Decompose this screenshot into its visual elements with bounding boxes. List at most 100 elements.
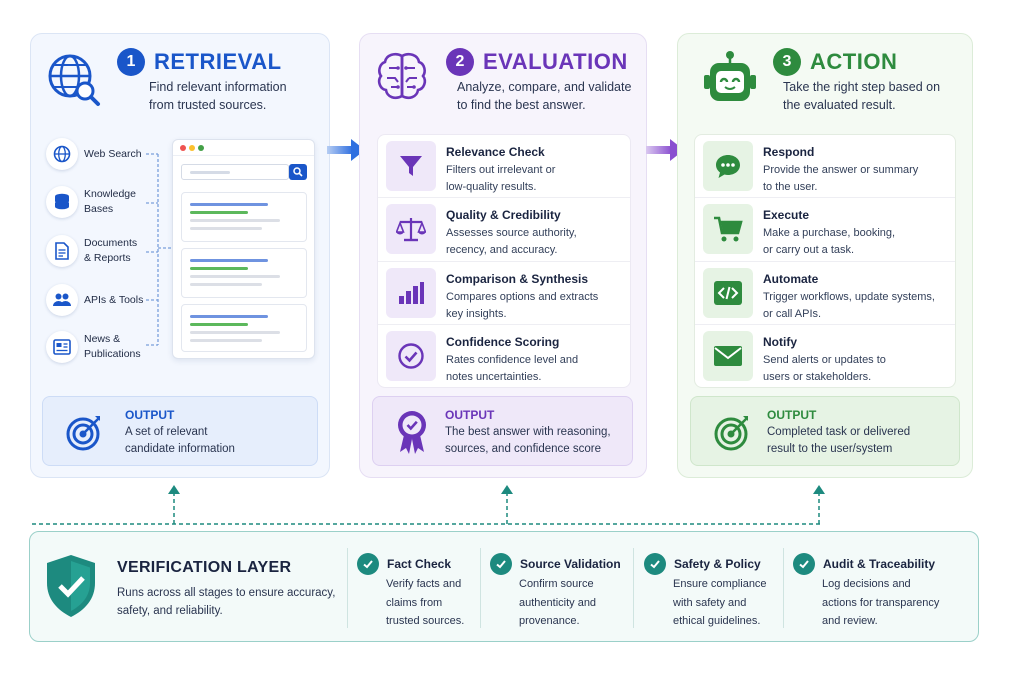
window-minimize-dot	[189, 145, 195, 151]
source-apis-tools: APIs & Tools	[46, 284, 143, 316]
source-label: Documents& Reports	[84, 237, 138, 264]
item-title: Comparison & Synthesis	[446, 272, 589, 286]
newspaper-icon	[46, 331, 78, 363]
item-title: Confidence Scoring	[446, 335, 560, 349]
item-title: Notify	[763, 335, 797, 349]
source-label: Web Search	[84, 147, 142, 160]
search-bar	[181, 164, 289, 180]
database-icon	[46, 186, 78, 218]
list-item: Execute Make a purchase, booking,or carr…	[695, 198, 955, 262]
verification-description: Runs across all stages to ensure accurac…	[117, 587, 336, 617]
item-title: Automate	[763, 272, 819, 286]
search-result-card	[181, 304, 307, 352]
list-item: Quality & Credibility Assesses source au…	[378, 198, 630, 262]
check-source-validation: Source Validation	[490, 553, 621, 575]
evaluation-output-box: OUTPUT The best answer with reasoning,so…	[372, 396, 633, 466]
stage-description: Analyze, compare, and validate to find t…	[457, 80, 632, 112]
check-icon	[357, 553, 379, 575]
flow-arrow-right	[327, 139, 365, 161]
verification-connectors	[32, 485, 825, 525]
item-title: Relevance Check	[446, 145, 545, 159]
scales-icon	[386, 204, 436, 254]
item-description: Assesses source authority,recency, and a…	[446, 227, 577, 256]
divider	[480, 548, 481, 628]
output-description: The best answer with reasoning,sources, …	[445, 426, 611, 455]
action-header: 3 ACTION	[773, 48, 897, 76]
target-icon	[66, 416, 100, 451]
mail-icon	[703, 331, 753, 381]
source-documents-reports: Documents& Reports	[46, 235, 137, 267]
stage-title: ACTION	[810, 49, 898, 74]
chat-icon	[703, 141, 753, 191]
check-icon	[644, 553, 666, 575]
output-label: OUTPUT	[125, 408, 175, 422]
output-label: OUTPUT	[767, 408, 817, 422]
cart-icon	[703, 204, 753, 254]
source-label: News &Publications	[84, 333, 141, 360]
check-title: Audit & Traceability	[823, 557, 936, 571]
list-item: Comparison & Synthesis Compares options …	[378, 262, 630, 325]
evaluation-header: 2 EVALUATION	[446, 48, 628, 76]
browser-titlebar	[173, 140, 314, 156]
shield-check-icon	[47, 555, 95, 617]
document-icon	[46, 235, 78, 267]
verification-title: VERIFICATION LAYER	[117, 559, 292, 576]
check-icon	[793, 553, 815, 575]
step-number-badge: 3	[773, 48, 801, 76]
search-result-card	[181, 248, 307, 298]
item-title: Respond	[763, 145, 815, 159]
window-close-dot	[180, 145, 186, 151]
list-item: Automate Trigger workflows, update syste…	[695, 262, 955, 325]
check-title: Safety & Policy	[674, 557, 761, 571]
output-label: OUTPUT	[445, 408, 495, 422]
award-ribbon-icon	[398, 411, 426, 454]
item-description: Make a purchase, booking,or carry out a …	[763, 227, 896, 256]
step-number-badge: 2	[446, 48, 474, 76]
divider	[783, 548, 784, 628]
browser-window-illustration	[172, 139, 315, 359]
verification-layer-panel: VERIFICATION LAYER Runs across all stage…	[29, 531, 979, 642]
stage-title: EVALUATION	[483, 49, 628, 74]
divider	[347, 548, 348, 628]
target-icon	[714, 416, 748, 451]
stage-description: Take the right step based on the evaluat…	[783, 80, 941, 112]
users-icon	[46, 284, 78, 316]
list-item: Relevance Check Filters out irrelevant o…	[378, 135, 630, 198]
source-news-publications: News &Publications	[46, 331, 141, 363]
globe-icon	[46, 138, 78, 170]
search-icon	[289, 164, 307, 180]
retrieval-header: 1 RETRIEVAL	[117, 48, 282, 76]
check-icon	[490, 553, 512, 575]
evaluation-step-list: Relevance Check Filters out irrelevant o…	[377, 134, 631, 388]
stage-description: Find relevant information from trusted s…	[149, 78, 287, 114]
code-icon	[703, 268, 753, 318]
check-safety-policy: Safety & Policy	[644, 553, 761, 575]
source-web-search: Web Search	[46, 138, 142, 170]
stage-title: RETRIEVAL	[154, 49, 282, 74]
list-item: Confidence Scoring Rates confidence leve…	[378, 325, 630, 389]
item-title: Execute	[763, 208, 810, 222]
check-title: Fact Check	[387, 557, 452, 571]
globe-search-icon	[48, 54, 100, 106]
funnel-icon	[386, 141, 436, 191]
divider	[633, 548, 634, 628]
source-connector-bracket	[146, 153, 172, 346]
